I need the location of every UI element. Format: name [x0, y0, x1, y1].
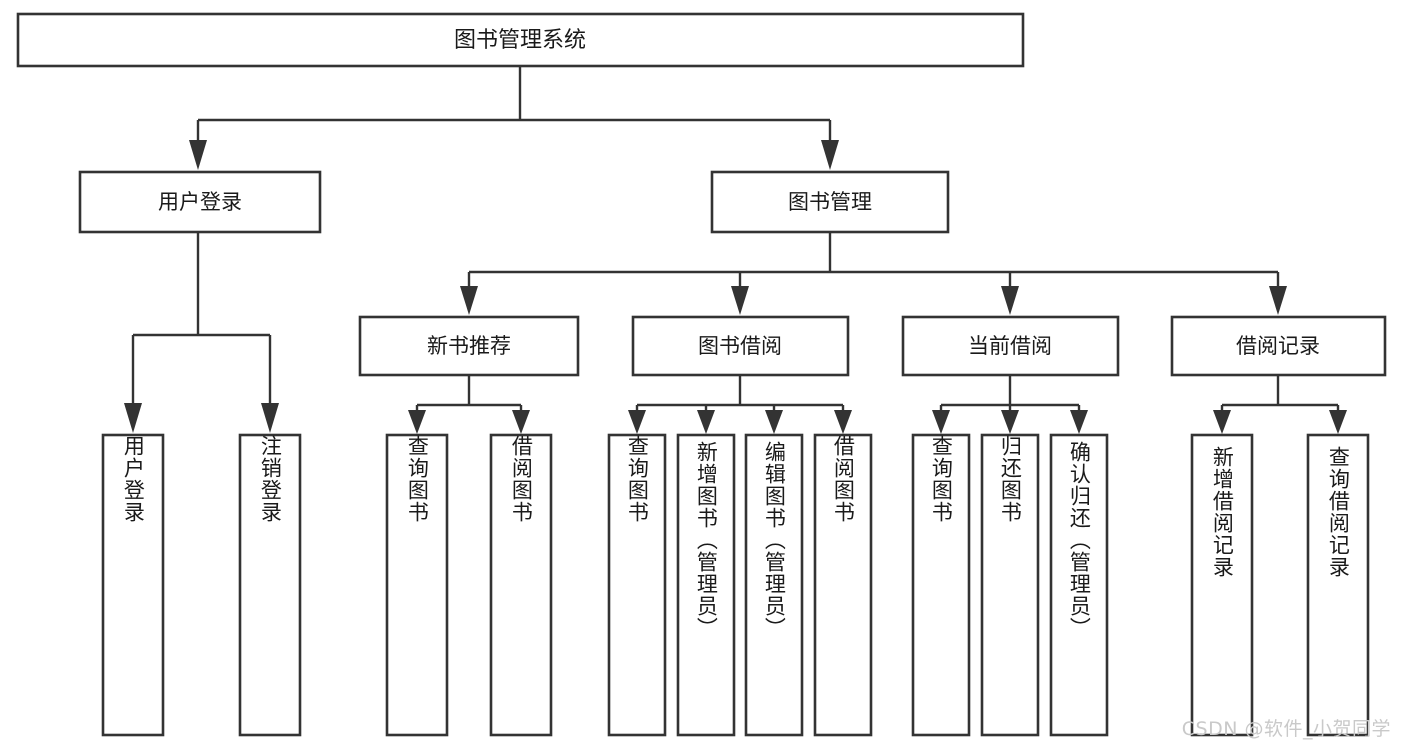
- node-borrow-record-box[interactable]: [1170, 315, 1387, 377]
- leaf-box-add-book[interactable]: [676, 433, 736, 737]
- arrowhead-borrow-record: [1269, 286, 1287, 315]
- arrowhead-leaf-borrow-book-1: [512, 410, 530, 434]
- leaf-boxes: [101, 433, 1370, 737]
- connectors: [124, 66, 1347, 434]
- node-root-box[interactable]: [16, 12, 1025, 68]
- leaf-box-borrow-book-1[interactable]: [489, 433, 553, 737]
- arrowhead-leaf-return-book: [1001, 410, 1019, 434]
- leaf-box-add-record[interactable]: [1190, 433, 1254, 737]
- node-user-login-label: 用户登录: [158, 190, 242, 214]
- arrowhead-leaf-query-book-3: [932, 410, 950, 434]
- leaf-box-user-login[interactable]: [101, 433, 165, 737]
- arrowhead-leaf-logout: [261, 403, 279, 433]
- leaf-box-query-book-1[interactable]: [385, 433, 449, 737]
- node-book-borrow-box[interactable]: [631, 315, 850, 377]
- arrowhead-leaf-query-record: [1329, 410, 1347, 434]
- leaf-box-confirm-return[interactable]: [1049, 433, 1109, 737]
- node-new-book-recommend-label: 新书推荐: [427, 334, 511, 358]
- leaf-box-borrow-book-2[interactable]: [813, 433, 873, 737]
- node-new-book-recommend-box[interactable]: [358, 315, 580, 377]
- node-user-login-box[interactable]: [78, 170, 322, 234]
- node-current-borrow-box[interactable]: [901, 315, 1120, 377]
- arrowhead-leaf-add-book: [697, 410, 715, 434]
- leaf-box-logout[interactable]: [238, 433, 302, 737]
- arrowhead-current-borrow: [1001, 286, 1019, 315]
- arrowhead-leaf-edit-book: [765, 410, 783, 434]
- arrowhead-book-borrow: [731, 286, 749, 315]
- leaf-box-return-book[interactable]: [980, 433, 1040, 737]
- node-book-borrow-label: 图书借阅: [698, 334, 782, 358]
- arrowhead-leaf-query-book-2: [628, 410, 646, 434]
- nodes: 图书管理系统 用户登录 图书管理 新书推荐 图书借阅 当前借阅 借阅记录: [16, 12, 1387, 377]
- arrowhead-leaf-confirm-return: [1070, 410, 1088, 434]
- arrowhead-leaf-user-login: [124, 403, 142, 433]
- watermark-text: CSDN @软件_小贺同学: [1181, 718, 1391, 740]
- node-borrow-record-label: 借阅记录: [1236, 334, 1320, 358]
- leaf-box-query-book-3[interactable]: [911, 433, 971, 737]
- node-root-label: 图书管理系统: [454, 28, 586, 53]
- arrowhead-book-manage: [821, 140, 839, 170]
- arrowhead-leaf-add-record: [1213, 410, 1231, 434]
- leaf-box-edit-book[interactable]: [744, 433, 804, 737]
- leaf-box-query-book-2[interactable]: [607, 433, 667, 737]
- arrowhead-leaf-query-book-1: [408, 410, 426, 434]
- node-current-borrow-label: 当前借阅: [968, 334, 1052, 358]
- node-book-manage-label: 图书管理: [788, 190, 872, 214]
- node-book-manage-box[interactable]: [710, 170, 950, 234]
- arrowhead-user-login: [189, 140, 207, 170]
- arrowhead-new-book-recommend: [460, 286, 478, 315]
- leaf-box-query-record[interactable]: [1306, 433, 1370, 737]
- arrowhead-leaf-borrow-book-2: [834, 410, 852, 434]
